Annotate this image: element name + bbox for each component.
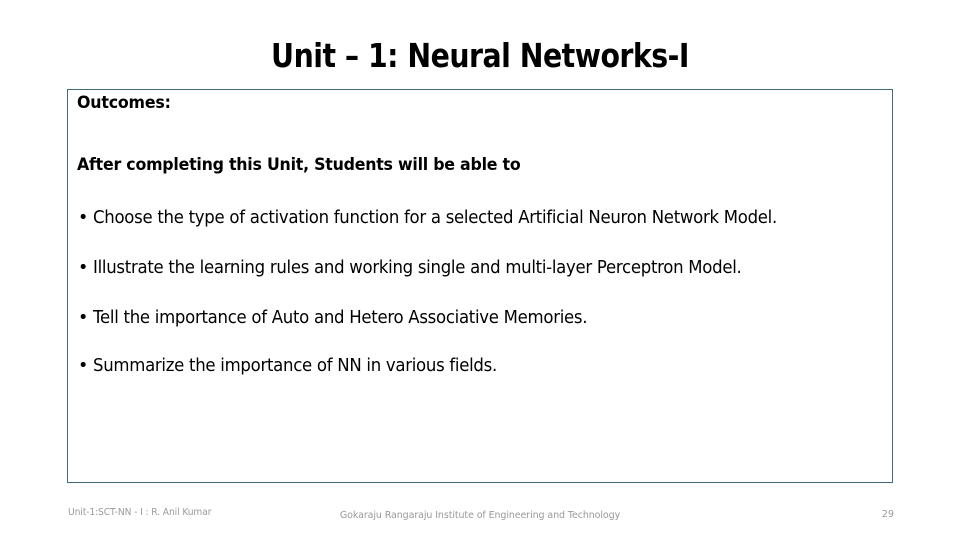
page-title: Unit – 1: Neural Networks-I (271, 36, 689, 75)
outcomes-content-box: Outcomes: After completing this Unit, St… (67, 89, 893, 483)
bullet-marker-icon: • (78, 308, 89, 328)
list-item: • Summarize the importance of NN in vari… (68, 346, 894, 386)
outcomes-heading: Outcomes: (77, 93, 171, 113)
list-item: • Choose the type of activation function… (68, 198, 894, 238)
footer-institution: Gokaraju Rangaraju Institute of Engineer… (339, 510, 621, 521)
outcomes-bullet-list: • Choose the type of activation function… (68, 198, 894, 386)
list-item: • Tell the importance of Auto and Hetero… (68, 298, 894, 338)
list-item: • Illustrate the learning rules and work… (68, 248, 894, 288)
outcomes-intro-text: After completing this Unit, Students wil… (77, 155, 521, 175)
bullet-marker-icon: • (78, 208, 89, 228)
bullet-marker-icon: • (78, 356, 89, 376)
list-item-label: Tell the importance of Auto and Hetero A… (93, 308, 588, 328)
list-item-label: Summarize the importance of NN in variou… (93, 356, 497, 376)
bullet-marker-icon: • (78, 258, 89, 278)
footer-course-info: Unit-1:SCT-NN - I : R. Anil Kumar (68, 507, 212, 518)
footer-page-number: 29 (881, 509, 894, 520)
list-item-label: Choose the type of activation function f… (93, 208, 777, 228)
slide-footer: Unit-1:SCT-NN - I : R. Anil Kumar Gokara… (0, 505, 960, 529)
outcomes-inner: Outcomes: After completing this Unit, St… (68, 90, 892, 482)
list-item-label: Illustrate the learning rules and workin… (93, 258, 742, 278)
